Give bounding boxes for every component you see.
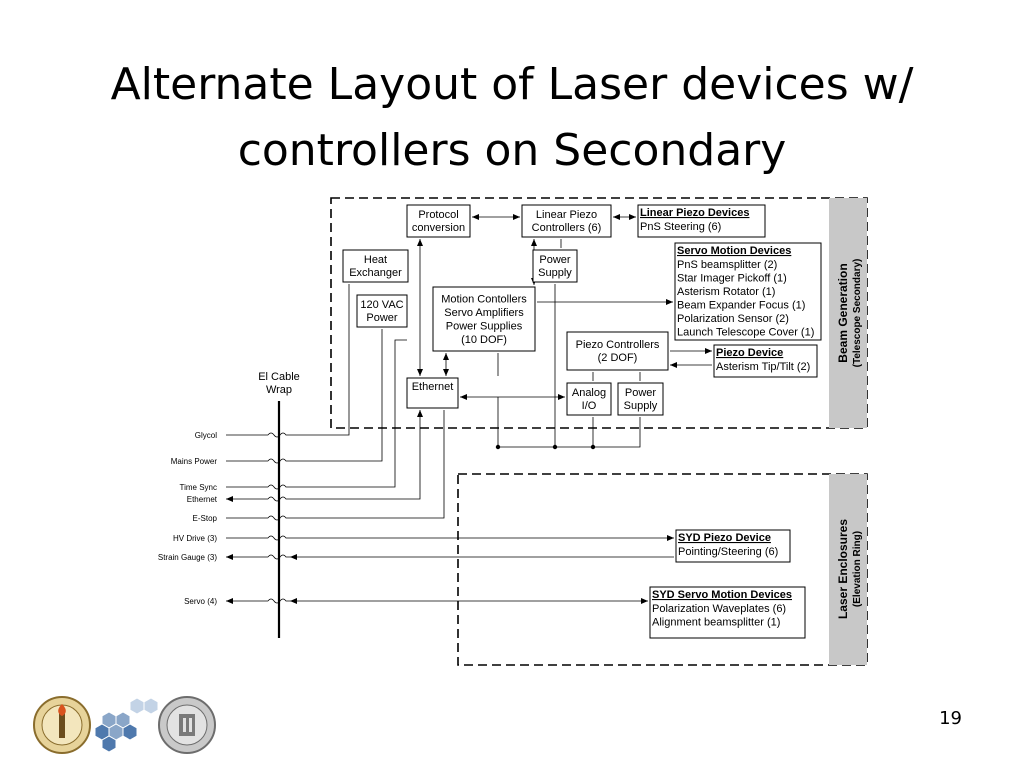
connection-lines: [290, 214, 712, 604]
cable-wrap-title: Wrap: [266, 384, 292, 396]
uc-seal-icon: [158, 696, 216, 754]
laser-enclosures-bar: [829, 474, 867, 665]
cable-wrap-crossing: [267, 484, 290, 490]
syd-servo-motion-devices-box-item: Polarization Waveplates (6): [652, 603, 786, 615]
cable-wrap-crossing: [267, 458, 290, 464]
cable-label: E-Stop: [193, 514, 218, 523]
motion-controllers-box-label: Motion Contollers: [441, 294, 527, 306]
servo-motion-devices-box-title: Servo Motion Devices: [677, 245, 791, 257]
analog-io-box-label: Analog: [572, 387, 606, 399]
linear-piezo-controllers-box-label: Linear Piezo: [536, 209, 597, 221]
ethernet-line: [290, 410, 423, 500]
servo-motion-devices-box-item: Polarization Sensor (2): [677, 313, 789, 325]
cable-wrap-crossing: [267, 598, 290, 604]
laser-enclosures-label: Laser Enclosures: [836, 519, 850, 619]
syd-servo-motion-devices-box-item: Alignment beamsplitter (1): [652, 617, 780, 629]
power-bus-line: [497, 397, 641, 448]
protocol-conversion-box-label: conversion: [412, 222, 465, 234]
power-supply-top-box-label: Supply: [538, 267, 572, 279]
glycol-line: [290, 284, 350, 436]
page-number: 19: [939, 708, 962, 729]
piezo-controllers-box-label: Piezo Controllers: [576, 339, 660, 351]
heat-exchanger-box-label: Heat: [364, 254, 387, 266]
beam-generation-label: Beam Generation: [836, 263, 850, 362]
heat-exchanger-box-label: Exchanger: [349, 267, 402, 279]
cable-label: HV Drive (3): [173, 534, 217, 543]
syd-piezo-device-box-title: SYD Piezo Device: [678, 532, 771, 544]
power-supply-top-box-label: Power: [539, 254, 571, 266]
cable-label: Ethernet: [187, 495, 218, 504]
syd-piezo-device-box-item: Pointing/Steering (6): [678, 546, 778, 558]
e-stop-line: [290, 410, 445, 519]
title-line-2: controllers on Secondary: [237, 125, 787, 176]
cable-wrap-crossing: [267, 535, 290, 541]
servo-motion-devices-box-item: PnS beamsplitter (2): [677, 259, 777, 271]
servo-motion-devices-box-item: Launch Telescope Cover (1): [677, 327, 814, 339]
cable-wrap-crossing: [267, 432, 290, 438]
ethernet-box: Ethernet: [406, 377, 459, 409]
linear-piezo-controllers-box-label: Controllers (6): [532, 222, 602, 234]
time-sync-line: [290, 339, 407, 488]
cable-label: Servo (4): [184, 597, 217, 606]
power-supply-bottom-box-label: Supply: [624, 400, 658, 412]
vac-power-box-label: 120 VAC: [360, 299, 403, 311]
mains-power-line: [290, 329, 383, 462]
cable-wrap-crossing: [267, 515, 290, 521]
cable-wrap-crossing: [267, 554, 290, 560]
slide-title: Alternate Layout of Laser devices w/ con…: [0, 52, 1024, 184]
beam-generation-sublabel: (Telescope Secondary): [852, 259, 863, 368]
caltech-seal-icon: [33, 696, 91, 754]
linear-piezo-devices-box-item: PnS Steering (6): [640, 221, 721, 233]
laser-enclosures-sublabel: (Elevation Ring): [852, 531, 863, 607]
junction-dot: [552, 444, 558, 450]
title-line-1: Alternate Layout of Laser devices w/: [110, 59, 914, 110]
power-supply-bottom-box-label: Power: [625, 387, 657, 399]
junction-dot: [495, 444, 501, 450]
cable-label: Glycol: [195, 431, 217, 440]
vac-power-box-label: Power: [366, 312, 398, 324]
analog-io-box-label: I/O: [582, 400, 597, 412]
institution-logos: [33, 696, 216, 754]
cable-label: Strain Gauge (3): [158, 553, 217, 562]
servo-motion-devices-box-item: Beam Expander Focus (1): [677, 300, 805, 312]
servo-motion-devices-box-item: Star Imager Pickoff (1): [677, 273, 787, 285]
ethernet-box-label: Ethernet: [412, 381, 454, 393]
protocol-conversion-box-label: Protocol: [418, 209, 458, 221]
piezo-device-box-title: Piezo Device: [716, 347, 783, 359]
cable-label: Mains Power: [171, 457, 218, 466]
motion-controllers-box-label: Servo Amplifiers: [444, 307, 524, 319]
piezo-device-box-item: Asterism Tip/Tilt (2): [716, 361, 810, 373]
cable-label: Time Sync: [180, 483, 218, 492]
linear-piezo-devices-box-title: Linear Piezo Devices: [640, 207, 749, 219]
motion-controllers-box-label: Power Supplies: [446, 321, 523, 333]
cable-wrap-title: El Cable: [258, 371, 300, 383]
piezo-controllers-box: Piezo Controllers(2 DOF): [566, 331, 669, 371]
cable-wrap-crossing: [267, 496, 290, 502]
motion-controllers-box-label: (10 DOF): [461, 334, 507, 346]
servo-motion-devices-box-item: Asterism Rotator (1): [677, 286, 775, 298]
piezo-controllers-box-label: (2 DOF): [598, 352, 638, 364]
tmt-mirror-logo-icon: [94, 697, 159, 753]
beam-generation-bar: [829, 198, 867, 428]
junction-dot: [590, 444, 596, 450]
syd-servo-motion-devices-box-title: SYD Servo Motion Devices: [652, 589, 792, 601]
